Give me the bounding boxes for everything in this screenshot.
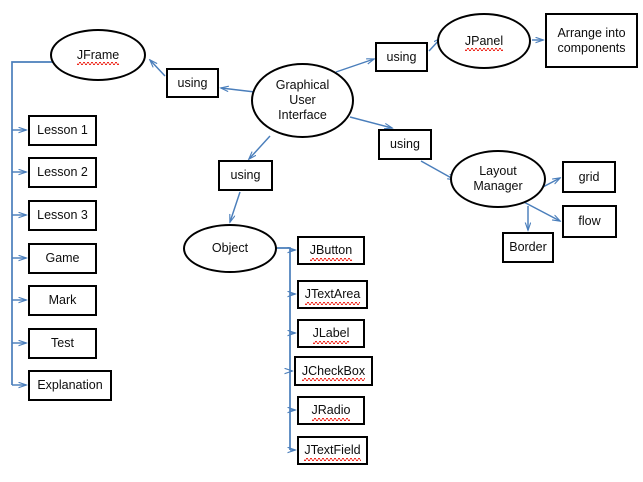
node-jlabel-label: JLabel	[312, 326, 350, 344]
node-jtextarea[interactable]: JTextArea	[297, 280, 368, 309]
node-jradio-label: JRadio	[311, 403, 351, 421]
node-jbutton-label: JButton	[309, 243, 353, 261]
node-jlabel[interactable]: JLabel	[297, 319, 365, 348]
node-object[interactable]: Object	[183, 224, 277, 273]
edge-using4-object	[230, 191, 241, 222]
node-jradio[interactable]: JRadio	[297, 396, 365, 425]
node-border-label: Border	[509, 240, 547, 255]
edge-gui-using3	[349, 116, 392, 128]
node-jtextfield-label: JTextField	[304, 443, 361, 461]
node-jframe[interactable]: JFrame	[50, 29, 146, 81]
edge-gui-using1	[221, 88, 256, 93]
node-layout-label: Layout Manager	[473, 164, 523, 193]
edge-gui-using4	[249, 135, 271, 159]
node-using-jframe-label: using	[177, 75, 208, 90]
node-mark-label: Mark	[48, 293, 77, 308]
node-using-jpanel-label: using	[386, 49, 417, 64]
node-jpanel[interactable]: JPanel	[437, 13, 531, 69]
edge-tree-object	[276, 247, 291, 450]
node-grid[interactable]: grid	[562, 161, 616, 193]
node-game-label: Game	[45, 251, 80, 266]
node-using-layout[interactable]: using	[378, 129, 432, 160]
node-explanation[interactable]: Explanation	[28, 370, 112, 401]
node-using-jframe[interactable]: using	[166, 68, 219, 98]
node-lesson-2-label: Lesson 2	[37, 165, 88, 180]
node-jtextfield[interactable]: JTextField	[297, 436, 368, 465]
node-lesson-2[interactable]: Lesson 2	[28, 157, 97, 188]
node-grid-label: grid	[578, 169, 600, 184]
node-jtextarea-label: JTextArea	[304, 287, 361, 305]
edge-gui-using2	[335, 59, 374, 73]
node-using-object[interactable]: using	[218, 160, 273, 191]
node-lesson-1[interactable]: Lesson 1	[28, 115, 97, 146]
node-object-label: Object	[211, 241, 249, 256]
node-arrange-into-components[interactable]: Arrange into components	[545, 13, 638, 68]
node-flow-label: flow	[578, 214, 601, 229]
node-jframe-label: JFrame	[76, 47, 120, 66]
node-arrange-label: Arrange into components	[557, 25, 626, 55]
node-using-object-label: using	[230, 168, 261, 183]
node-using-jpanel[interactable]: using	[375, 42, 428, 72]
node-jbutton[interactable]: JButton	[297, 236, 365, 265]
node-game[interactable]: Game	[28, 243, 97, 274]
node-lesson-3-label: Lesson 3	[37, 208, 88, 223]
node-using-layout-label: using	[390, 137, 420, 152]
node-graphical-user-interface[interactable]: Graphical User Interface	[251, 63, 354, 138]
node-explanation-label: Explanation	[37, 378, 103, 393]
node-flow[interactable]: flow	[562, 205, 617, 238]
node-gui-label: Graphical User Interface	[275, 78, 330, 122]
node-jcheckbox-label: JCheckBox	[301, 363, 366, 382]
node-lesson-1-label: Lesson 1	[37, 123, 88, 138]
node-mark[interactable]: Mark	[28, 285, 97, 316]
edge-layout-flow	[519, 199, 560, 221]
node-lesson-3[interactable]: Lesson 3	[28, 200, 97, 231]
node-jcheckbox[interactable]: JCheckBox	[294, 356, 373, 386]
edge-using-jframe	[150, 60, 166, 77]
node-test[interactable]: Test	[28, 328, 97, 359]
node-test-label: Test	[51, 336, 74, 351]
node-border[interactable]: Border	[502, 232, 554, 263]
node-jpanel-label: JPanel	[464, 33, 504, 52]
node-layout-manager[interactable]: Layout Manager	[450, 150, 546, 208]
